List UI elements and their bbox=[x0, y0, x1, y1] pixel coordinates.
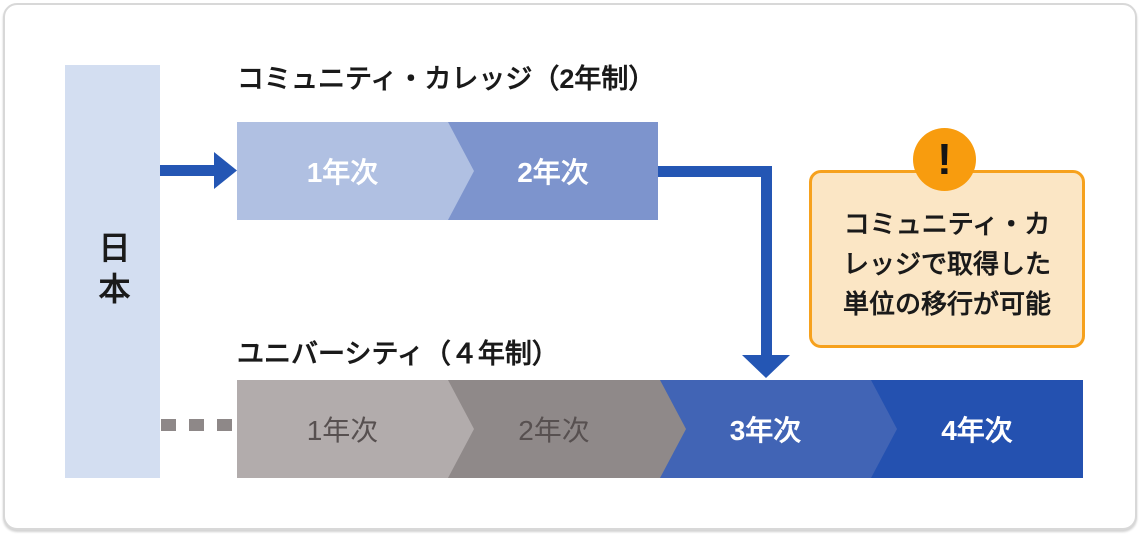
university-stage-1: 1年次 bbox=[237, 380, 474, 478]
callout-line: コミュニティ・カ bbox=[843, 209, 1051, 239]
university-stage-4-label: 4年次 bbox=[941, 415, 1013, 446]
japan-bar: 日本 bbox=[65, 65, 160, 478]
dashed-connector bbox=[161, 419, 238, 431]
university-stage-1-label: 1年次 bbox=[306, 415, 379, 446]
cc-stage-1: 1年次 bbox=[237, 122, 474, 220]
exclamation-icon: ! bbox=[913, 128, 976, 191]
university-stage-3-label: 3年次 bbox=[729, 415, 802, 446]
university-stage-4: 4年次 bbox=[871, 380, 1083, 478]
university-stage-2: 2年次 bbox=[448, 380, 686, 478]
exclamation-glyph: ! bbox=[937, 134, 952, 184]
main-card: 日本 コミュニティ・カレッジ（2年制） 1年次 2年次 コミュニティ・カ レッジ… bbox=[3, 3, 1137, 530]
university-title: ユニバーシティ（４年制） bbox=[237, 339, 559, 369]
callout-text: コミュニティ・カ レッジで取得した 単位の移行が可能 bbox=[812, 204, 1082, 324]
cc-stage-2: 2年次 bbox=[448, 122, 658, 220]
community-college-track: 1年次 2年次 bbox=[237, 122, 658, 220]
arrow-college-to-university-horizontal bbox=[658, 166, 772, 177]
university-stage-3: 3年次 bbox=[660, 380, 897, 478]
arrow-college-to-university-vertical bbox=[761, 166, 772, 356]
arrow-college-to-university-head bbox=[742, 355, 790, 378]
university-stage-2-label: 2年次 bbox=[518, 415, 590, 446]
university-track: 1年次 2年次 3年次 4年次 bbox=[237, 380, 1083, 478]
cc-stage-1-label: 1年次 bbox=[306, 157, 379, 188]
japan-label: 日本 bbox=[94, 230, 131, 313]
community-college-title: コミュニティ・カレッジ（2年制） bbox=[237, 64, 656, 94]
callout-line: レッジで取得した bbox=[842, 249, 1051, 279]
arrow-japan-to-college-shaft bbox=[160, 165, 215, 176]
arrow-japan-to-college-head bbox=[214, 152, 237, 189]
cc-stage-2-label: 2年次 bbox=[517, 157, 589, 188]
callout-line: 単位の移行が可能 bbox=[842, 289, 1051, 319]
transfer-callout: コミュニティ・カ レッジで取得した 単位の移行が可能 bbox=[809, 170, 1085, 348]
